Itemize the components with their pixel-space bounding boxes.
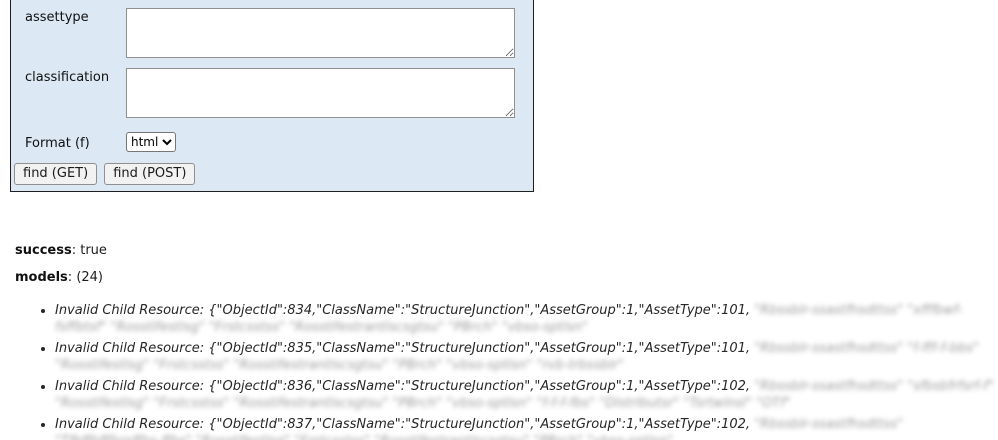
assettype-label: assettype [25, 10, 89, 25]
success-separator: : [71, 243, 81, 258]
success-value: true [80, 243, 107, 258]
item-visible-text: Invalid Child Resource: {"ObjectId":834,… [55, 303, 751, 318]
item-visible-text: Invalid Child Resource: {"ObjectId":837,… [55, 417, 751, 432]
item-visible-text: Invalid Child Resource: {"ObjectId":835,… [55, 341, 751, 356]
classification-field-row: classification [14, 68, 533, 118]
invalid-child-resource-item: Invalid Child Resource: {"ObjectId":836,… [55, 378, 998, 412]
classification-label: classification [25, 70, 110, 85]
models-line: models: (24) [15, 270, 998, 286]
assettype-field-row: assettype [14, 8, 533, 58]
form-buttons-row: find (GET) find (POST) [14, 163, 533, 185]
find-get-button[interactable]: find (GET) [14, 163, 98, 185]
assettype-textarea[interactable] [126, 8, 515, 58]
success-line: success: true [15, 243, 998, 259]
models-key: models [15, 270, 68, 285]
models-list: Invalid Child Resource: {"ObjectId":834,… [15, 302, 998, 440]
invalid-child-resource-item: Invalid Child Resource: {"ObjectId":837,… [55, 416, 998, 440]
find-post-button[interactable]: find (POST) [104, 163, 196, 185]
item-redacted-text: "Rbssblr-ssastfhsdttss" "Tfbffbfffsrsffb… [55, 417, 904, 440]
find-form-panel: assettype classification Format (f) html… [10, 0, 534, 192]
classification-textarea[interactable] [126, 68, 515, 118]
format-row: Format (f) html [14, 132, 533, 152]
item-redacted-text: "Rbssblr-ssastfhsdttss" "xfffbwf-fsffbts… [55, 303, 963, 335]
format-label: Format (f) [25, 135, 90, 151]
success-key: success [15, 243, 72, 258]
item-redacted-text: "Rbssblr-ssastfhsdttss" "sfbsbfrfsrf-f" … [55, 379, 995, 411]
models-separator: : [67, 270, 77, 285]
item-visible-text: Invalid Child Resource: {"ObjectId":836,… [55, 379, 751, 394]
invalid-child-resource-item: Invalid Child Resource: {"ObjectId":835,… [55, 340, 998, 374]
invalid-child-resource-item: Invalid Child Resource: {"ObjectId":834,… [55, 302, 998, 336]
item-redacted-text: "Rbssblr-ssastfhsdttss" "f-fff-f-bbs" "R… [55, 341, 980, 373]
models-count: (24) [76, 270, 103, 285]
results-section: success: true models: (24) Invalid Child… [0, 243, 998, 440]
format-select[interactable]: html [126, 132, 176, 152]
